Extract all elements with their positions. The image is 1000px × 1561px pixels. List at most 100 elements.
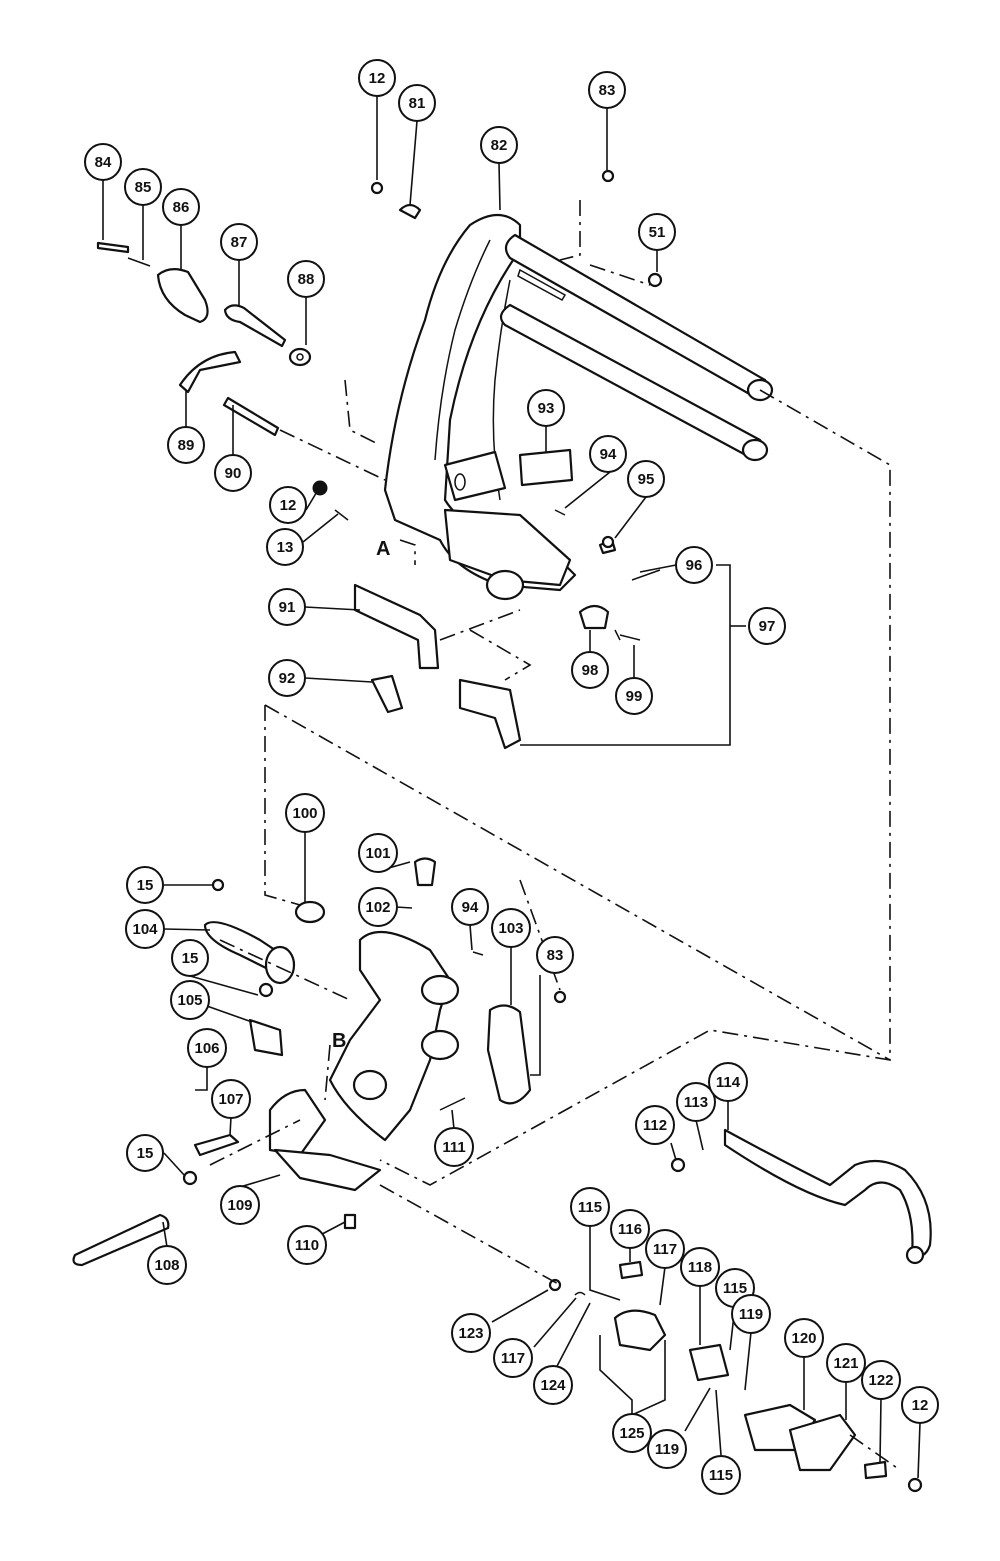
callout-number: 90	[225, 465, 242, 482]
callout-124: 124	[533, 1365, 573, 1405]
callout-102: 102	[358, 887, 398, 927]
callout-circle	[269, 486, 307, 524]
rails-part	[499, 233, 774, 462]
callout-85: 85	[124, 168, 162, 206]
callout-120: 120	[784, 1318, 824, 1358]
callout-number: 123	[458, 1325, 483, 1342]
callout-circle	[398, 84, 436, 122]
callout-107: 107	[211, 1079, 251, 1119]
callout-number: 107	[218, 1091, 243, 1108]
callout-118: 118	[680, 1247, 720, 1287]
callout-number: 83	[599, 82, 616, 99]
callout-circle	[861, 1360, 901, 1400]
callout-81: 81	[398, 84, 436, 122]
callout-number: 114	[716, 1074, 741, 1091]
callout-114: 114	[708, 1062, 748, 1102]
callout-number: 81	[409, 95, 426, 112]
callout-number: 94	[600, 446, 617, 463]
callout-84: 84	[84, 143, 122, 181]
callout-number: 93	[538, 400, 555, 417]
callout-111: 111	[434, 1127, 474, 1167]
callout-circle	[610, 1209, 650, 1249]
callout-number: 94	[462, 899, 479, 916]
callout-number: 15	[137, 877, 154, 894]
callout-circle	[589, 435, 627, 473]
callout-93: 93	[527, 389, 565, 427]
callout-125: 125	[612, 1413, 652, 1453]
callout-number: 117	[501, 1350, 525, 1367]
callout-circle	[287, 260, 325, 298]
callout-number: 97	[759, 618, 776, 635]
callout-99: 99	[615, 677, 653, 715]
callout-circle	[571, 651, 609, 689]
callout-number: 125	[619, 1425, 644, 1442]
callout-number: 121	[833, 1355, 858, 1372]
callout-number: 105	[177, 992, 202, 1009]
callout-number: 103	[498, 920, 523, 937]
callout-15: 15	[171, 939, 209, 977]
callout-circle	[480, 126, 518, 164]
callout-number: 98	[582, 662, 599, 679]
callout-82: 82	[480, 126, 518, 164]
callout-number: 85	[135, 179, 152, 196]
callout-circle	[901, 1386, 939, 1424]
callout-circle	[211, 1079, 251, 1119]
callout-circle	[358, 59, 396, 97]
callout-100: 100	[285, 793, 325, 833]
callout-86: 86	[162, 188, 200, 226]
callout-circle	[680, 1247, 720, 1287]
callout-number: 116	[618, 1221, 642, 1238]
handle-bar-part	[670, 1128, 932, 1265]
callout-91: 91	[268, 588, 306, 626]
callout-number: 104	[132, 921, 158, 938]
callout-95: 95	[627, 460, 665, 498]
callout-number: 109	[227, 1197, 252, 1214]
callout-circle	[358, 833, 398, 873]
callout-number: 89	[178, 437, 195, 454]
callout-98: 98	[571, 651, 609, 689]
callout-circle	[731, 1294, 771, 1334]
callout-number: 102	[365, 899, 390, 916]
callout-circle	[451, 1313, 491, 1353]
callout-104: 104	[125, 909, 165, 949]
callout-116: 116	[610, 1209, 650, 1249]
callout-number: 101	[365, 845, 390, 862]
callout-number: 106	[194, 1040, 219, 1057]
callout-51: 51	[638, 213, 676, 251]
callout-number: 115	[709, 1467, 733, 1484]
callout-circle	[162, 188, 200, 226]
callout-number: 110	[295, 1237, 319, 1254]
callout-circle	[170, 980, 210, 1020]
callout-90: 90	[214, 454, 252, 492]
callout-117: 117	[645, 1229, 685, 1269]
leader-lines	[102, 96, 921, 1479]
callout-96: 96	[675, 546, 713, 584]
callout-number: 120	[791, 1330, 816, 1347]
callout-number: 88	[298, 271, 315, 288]
callout-109: 109	[220, 1185, 260, 1225]
callout-layer: 1281838485868788825189909394951213969791…	[84, 59, 939, 1495]
callout-circle	[645, 1229, 685, 1269]
callout-circle	[220, 223, 258, 261]
callout-15: 15	[126, 1134, 164, 1172]
callout-number: 13	[277, 539, 294, 556]
callout-circle	[266, 528, 304, 566]
callout-circle	[125, 909, 165, 949]
callout-83: 83	[536, 936, 574, 974]
callout-circle	[676, 1082, 716, 1122]
callout-circle	[126, 866, 164, 904]
callout-number: 124	[540, 1377, 566, 1394]
callout-117: 117	[493, 1338, 533, 1378]
callout-circle	[647, 1429, 687, 1469]
callout-105: 105	[170, 980, 210, 1020]
callout-circle	[635, 1105, 675, 1145]
knob-assembly-part	[96, 241, 312, 437]
callout-87: 87	[220, 223, 258, 261]
callout-number: 86	[173, 199, 190, 216]
callout-112: 112	[635, 1105, 675, 1145]
callout-circle	[615, 677, 653, 715]
callout-number: 122	[868, 1372, 893, 1389]
callout-number: 92	[279, 670, 296, 687]
callout-circle	[268, 588, 306, 626]
